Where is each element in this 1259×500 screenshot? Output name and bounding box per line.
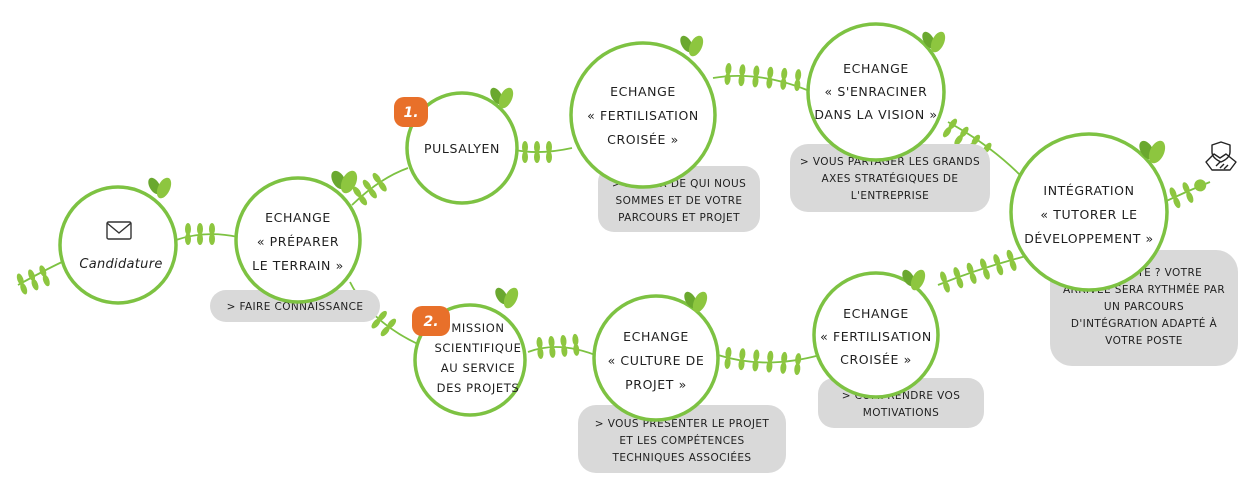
vine-fertilisation-enraciner bbox=[712, 74, 813, 93]
step-line: AU SERVICE bbox=[441, 361, 515, 375]
step-line: ECHANGE bbox=[843, 61, 909, 76]
note-line: AXES STRATÉGIQUES DE bbox=[822, 172, 959, 185]
badge-number: 2. bbox=[423, 314, 438, 330]
step-pulsalyen: PULSALYEN bbox=[405, 91, 519, 205]
leaf-icon bbox=[684, 291, 708, 313]
step-label: Candidature bbox=[79, 257, 162, 272]
vine-candidature-preparer bbox=[175, 233, 239, 241]
step-line: CROISÉE » bbox=[607, 132, 679, 147]
step-line: MISSION bbox=[451, 321, 504, 335]
note-partager: > VOUS PARTAGER LES GRANDS AXES STRATÉGI… bbox=[790, 144, 990, 212]
note-line: ET LES COMPÉTENCES bbox=[619, 434, 744, 447]
note-line: > VOUS PARTAGER LES GRANDS bbox=[800, 156, 980, 168]
note-line: MOTIVATIONS bbox=[863, 407, 939, 419]
note-faire-connaissance: > FAIRE CONNAISSANCE bbox=[210, 290, 380, 322]
note-line: TECHNIQUES ASSOCIÉES bbox=[612, 451, 752, 464]
leaf-icon bbox=[495, 287, 519, 309]
step-line: PROJET » bbox=[625, 377, 687, 392]
step-line: « FERTILISATION bbox=[820, 329, 932, 344]
step-integration: INTÉGRATION « TUTORER LE DÉVELOPPEMENT » bbox=[1009, 132, 1169, 292]
handshake-icon bbox=[1205, 141, 1237, 171]
leaf-icon bbox=[922, 31, 946, 53]
step-line: « TUTORER LE bbox=[1040, 207, 1137, 222]
badge-number: 1. bbox=[403, 105, 418, 121]
note-line: > VOUS PRÉSENTER LE PROJET bbox=[595, 417, 770, 430]
note-line: SOMMES ET DE VOTRE bbox=[616, 195, 743, 207]
step-line: ECHANGE bbox=[623, 329, 689, 344]
step-line: PULSALYEN bbox=[424, 141, 500, 156]
step-line: CROISÉE » bbox=[840, 352, 912, 367]
step-preparer-le-terrain: ECHANGE « PRÉPARER LE TERRAIN » bbox=[234, 176, 362, 304]
envelope-icon bbox=[106, 221, 132, 240]
badge-step-1: 1. bbox=[394, 97, 428, 127]
step-line: DES PROJETS bbox=[437, 381, 520, 395]
note-line: UN PARCOURS bbox=[1104, 301, 1184, 313]
step-line: ECHANGE bbox=[610, 84, 676, 99]
step-line: LE TERRAIN » bbox=[252, 258, 344, 273]
leaf-icon bbox=[1139, 140, 1166, 164]
vine-pulsalyen-fertilisation bbox=[514, 147, 573, 153]
step-line: « CULTURE DE bbox=[608, 353, 705, 368]
leaf-icon bbox=[148, 177, 172, 199]
vine-preparer-mission bbox=[349, 281, 421, 346]
step-culture-de-projet: ECHANGE « CULTURE DE PROJET » bbox=[592, 294, 720, 422]
note-line: PARCOURS ET PROJET bbox=[618, 212, 740, 224]
step-line: ECHANGE bbox=[265, 210, 331, 225]
step-line: ECHANGE bbox=[843, 306, 909, 321]
step-fertilisation-croisee-bottom: ECHANGE « FERTILISATION CROISÉE » bbox=[812, 271, 940, 399]
step-line: DANS LA VISION » bbox=[814, 107, 937, 122]
note-line: L'ENTREPRISE bbox=[851, 190, 929, 202]
step-line: SCIENTIFIQUE bbox=[435, 341, 522, 355]
note-line: VOTRE POSTE bbox=[1105, 335, 1183, 347]
step-line: INTÉGRATION bbox=[1043, 183, 1134, 198]
step-fertilisation-croisee-top: ECHANGE « FERTILISATION CROISÉE » bbox=[569, 41, 717, 189]
step-line: DÉVELOPPEMENT » bbox=[1024, 231, 1154, 246]
leaf-icon bbox=[680, 35, 704, 57]
leaf-icon bbox=[331, 170, 358, 194]
circle-sprouts bbox=[148, 31, 1166, 313]
step-enraciner-vision: ECHANGE « S'ENRACINER DANS LA VISION » bbox=[806, 22, 946, 162]
step-line: « PRÉPARER bbox=[257, 234, 339, 249]
note-presenter: > VOUS PRÉSENTER LE PROJET ET LES COMPÉT… bbox=[578, 405, 786, 473]
note-line: D'INTÉGRATION ADAPTÉ À bbox=[1071, 317, 1218, 330]
step-candidature: Candidature bbox=[58, 185, 178, 305]
note-line: > FAIRE CONNAISSANCE bbox=[227, 301, 364, 313]
badge-step-2: 2. bbox=[412, 306, 450, 336]
leaf-icon bbox=[902, 269, 926, 291]
step-line: « S'ENRACINER bbox=[825, 84, 928, 99]
step-line: « FERTILISATION bbox=[587, 108, 699, 123]
leaf-icon bbox=[490, 87, 514, 109]
vine-start bbox=[17, 261, 63, 286]
